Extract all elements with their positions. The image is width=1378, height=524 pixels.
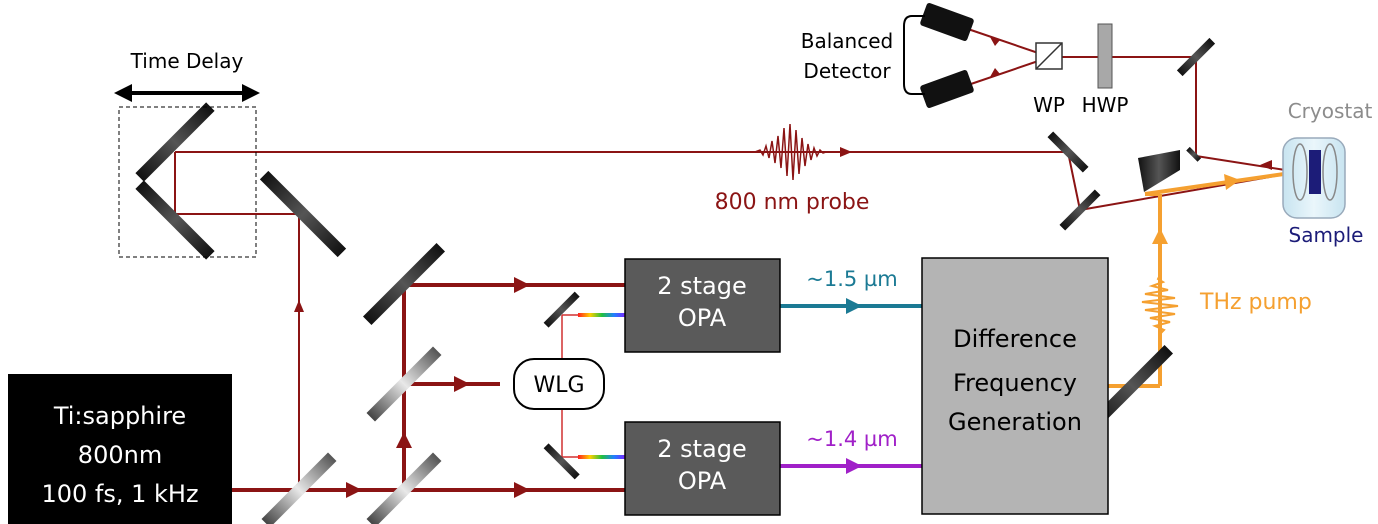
opa-top-box [624, 258, 781, 353]
dfg-box [921, 257, 1109, 515]
sample-label: Sample [1289, 223, 1364, 247]
mirror-m5 [1059, 189, 1101, 231]
thz-pump-label: THz pump [1199, 290, 1312, 315]
opa-bottom-box [624, 421, 781, 516]
pickoff-mirror [1186, 146, 1202, 162]
pump-arrowheads [346, 277, 530, 498]
beam-1-5um-arrow [846, 298, 862, 314]
wlg-label: WLG [533, 373, 584, 398]
wlg-output-beams [561, 314, 580, 458]
probe-pulse-wave [754, 123, 827, 181]
probe-arrowheads [294, 37, 1272, 312]
cryostat-label: Cryostat [1288, 99, 1373, 123]
time-delay-label: Time Delay [130, 49, 244, 73]
mirror-m2 [362, 242, 446, 326]
mirror-m1 [259, 170, 347, 258]
dfg-label-3: Generation [948, 408, 1082, 436]
laser-label-1: Ti:sapphire [53, 402, 186, 430]
wp-label: WP [1033, 93, 1065, 117]
wlg-box [513, 358, 605, 410]
balanced-detector-label-2: Detector [803, 59, 891, 83]
probe-label: 800 nm probe [715, 190, 870, 215]
wavelength-1-5um-label: ~1.5 µm [806, 267, 898, 291]
delay-stage-arrow [114, 84, 260, 102]
laser-label-3: 100 fs, 1 kHz [41, 480, 198, 508]
sample-crystal [1309, 150, 1321, 194]
laser-label-2: 800nm [78, 441, 162, 469]
laser-box [8, 374, 232, 524]
thz-beam-path [1108, 170, 1299, 388]
beam-1-4um-arrow [846, 458, 862, 474]
delay-stage-box [118, 106, 257, 258]
wavelength-1-4um-label: ~1.4 µm [806, 427, 898, 451]
cryostat-windows [1292, 143, 1338, 201]
wlg-rainbow-top [578, 313, 626, 317]
detector-wire [903, 15, 925, 95]
detector-bottom [920, 70, 974, 108]
delay-stage-mirrors [135, 102, 215, 260]
thz-arrowheads [1152, 174, 1240, 244]
parabolic-mirror [1138, 150, 1180, 192]
mirror-m3 [1090, 344, 1174, 428]
balanced-detector-label-1: Balanced [801, 29, 893, 53]
wlg-mirror-top [543, 291, 580, 328]
detector-top [920, 3, 974, 41]
half-wave-plate [1097, 23, 1113, 89]
mirror-m4 [1047, 131, 1089, 173]
hwp-label: HWP [1082, 93, 1129, 117]
wollaston-prism [1035, 42, 1063, 70]
beamsplitter-1 [261, 452, 337, 524]
thz-pulse-wave [1141, 274, 1179, 335]
wlg-mirror-bottom [543, 443, 580, 480]
beamsplitter-3 [366, 346, 442, 422]
opa-top-label-2: OPA [678, 304, 727, 332]
opa-bottom-label-2: OPA [678, 467, 727, 495]
opa-top-label-1: 2 stage [657, 272, 747, 300]
dfg-label-1: Difference [953, 325, 1077, 353]
mirror-m6 [1176, 37, 1216, 77]
dfg-label-2: Frequency [953, 369, 1077, 397]
wlg-rainbow-bottom [578, 455, 626, 459]
beamsplitter-2 [366, 452, 442, 524]
opa-bottom-label-1: 2 stage [657, 435, 747, 463]
